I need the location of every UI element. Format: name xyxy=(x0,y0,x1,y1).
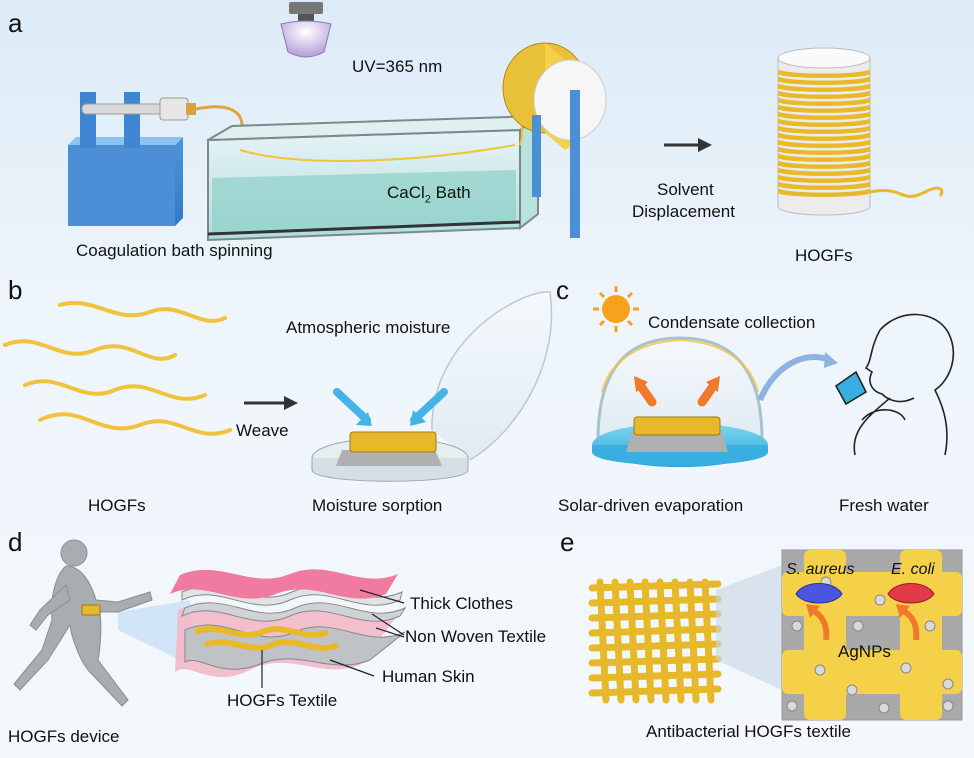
silver-nanoparticle xyxy=(846,684,858,696)
solar-evaporation-caption: Solar-driven evaporation xyxy=(558,496,744,515)
evaporation-dome xyxy=(592,336,838,467)
bath-label-tail: Bath xyxy=(430,183,471,202)
spool-coil xyxy=(777,181,871,190)
silver-nanoparticle xyxy=(942,700,954,712)
spool-coil xyxy=(777,97,871,106)
textile-weft-fiber xyxy=(588,670,722,682)
hogf-spool xyxy=(777,47,944,216)
sorption-dish xyxy=(311,291,553,482)
spool-coil xyxy=(777,69,871,78)
silver-nanoparticle xyxy=(786,700,798,712)
hogfs-device-caption: HOGFs device xyxy=(8,727,120,746)
spool-coil xyxy=(777,174,871,183)
displacement-label: Displacement xyxy=(632,202,735,221)
silver-nanoparticle xyxy=(942,678,954,690)
textile-weft-fiber xyxy=(588,610,722,622)
spool-coil xyxy=(777,104,871,113)
coagulation-caption: Coagulation bath spinning xyxy=(76,241,273,260)
moisture-sorption-caption: Moisture sorption xyxy=(312,496,443,515)
e-coli-label: E. coli xyxy=(891,561,935,578)
textile-weft-fiber xyxy=(588,685,722,697)
panel-d-letter: d xyxy=(8,527,23,557)
person-drinking xyxy=(834,313,955,456)
textile-weft-fiber xyxy=(588,625,722,637)
woven-textile xyxy=(588,578,722,704)
silver-nanoparticle xyxy=(814,664,826,676)
spool-coil xyxy=(777,160,871,169)
solvent-label: Solvent xyxy=(657,180,714,199)
hogfs-fibers-caption: HOGFs xyxy=(88,496,146,515)
textile-warp-fiber xyxy=(671,578,685,704)
spool-coil xyxy=(777,132,871,141)
textile-warp-fiber xyxy=(656,578,670,704)
panel-e-letter: e xyxy=(560,527,575,557)
spool-coil xyxy=(777,125,871,134)
textile-warp-fiber xyxy=(701,578,715,704)
silver-nanoparticle xyxy=(924,620,936,632)
panel-a-letter: a xyxy=(8,8,23,38)
panel-c-letter: c xyxy=(556,275,569,305)
textile-weft-fiber xyxy=(588,580,722,592)
textile-weft-fiber xyxy=(588,655,722,667)
thick-clothes-label: Thick Clothes xyxy=(410,594,513,613)
sun-icon xyxy=(593,286,639,332)
spool-coil xyxy=(777,83,871,92)
silver-nanoparticle xyxy=(878,702,890,714)
spool-coil xyxy=(777,118,871,127)
coagulation-bath xyxy=(207,113,542,242)
silver-nanoparticle xyxy=(874,594,886,606)
bath-label: CaCl2 Bath xyxy=(387,183,471,205)
condensate-label: Condensate collection xyxy=(648,313,816,332)
spool-coil xyxy=(777,139,871,148)
silver-nanoparticle xyxy=(900,662,912,674)
antibacterial-caption: Antibacterial HOGFs textile xyxy=(646,722,852,741)
textile-weft-fiber xyxy=(588,640,722,652)
fresh-water-caption: Fresh water xyxy=(839,496,929,515)
textile-warp-fiber xyxy=(626,578,640,704)
s-aureus-label: S. aureus xyxy=(786,561,855,578)
spool-coil xyxy=(777,111,871,120)
silver-nanoparticle xyxy=(852,620,864,632)
textile-warp-fiber xyxy=(641,578,655,704)
uv-wavelength-label: UV=365 nm xyxy=(352,57,443,76)
spool-coil xyxy=(777,146,871,155)
bath-label-base: CaCl xyxy=(387,183,425,202)
textile-warp-fiber xyxy=(686,578,700,704)
spool-coil xyxy=(777,90,871,99)
weave-label: Weave xyxy=(236,421,289,440)
spool-coil xyxy=(777,76,871,85)
panel-b-letter: b xyxy=(8,275,23,305)
zoomed-fiber-view xyxy=(781,549,963,721)
non-woven-label: Non Woven Textile xyxy=(405,627,547,646)
spool-coil xyxy=(777,188,871,197)
uv-lamp xyxy=(280,2,332,58)
agnps-label: AgNPs xyxy=(838,642,891,661)
textile-weft-fiber xyxy=(588,595,722,607)
syringe-pump xyxy=(68,92,244,226)
displacement-arrow xyxy=(664,138,712,152)
silver-nanoparticle xyxy=(791,620,803,632)
spool-coil xyxy=(777,153,871,162)
collection-spool xyxy=(502,42,607,238)
textile-stack xyxy=(118,569,407,678)
layer-leaders xyxy=(261,589,405,688)
runner xyxy=(13,539,153,707)
spool-coil xyxy=(777,167,871,176)
bath-label-subscript: 2 xyxy=(424,193,431,206)
hogfs-spool-caption: HOGFs xyxy=(795,246,853,265)
hogf-fibers xyxy=(3,301,232,436)
hogfs-textile-label: HOGFs Textile xyxy=(227,691,338,710)
human-skin-label: Human Skin xyxy=(382,667,475,686)
weave-arrow xyxy=(244,396,298,410)
zoom-cone xyxy=(716,565,782,690)
atmospheric-moisture-label: Atmospheric moisture xyxy=(286,318,451,337)
